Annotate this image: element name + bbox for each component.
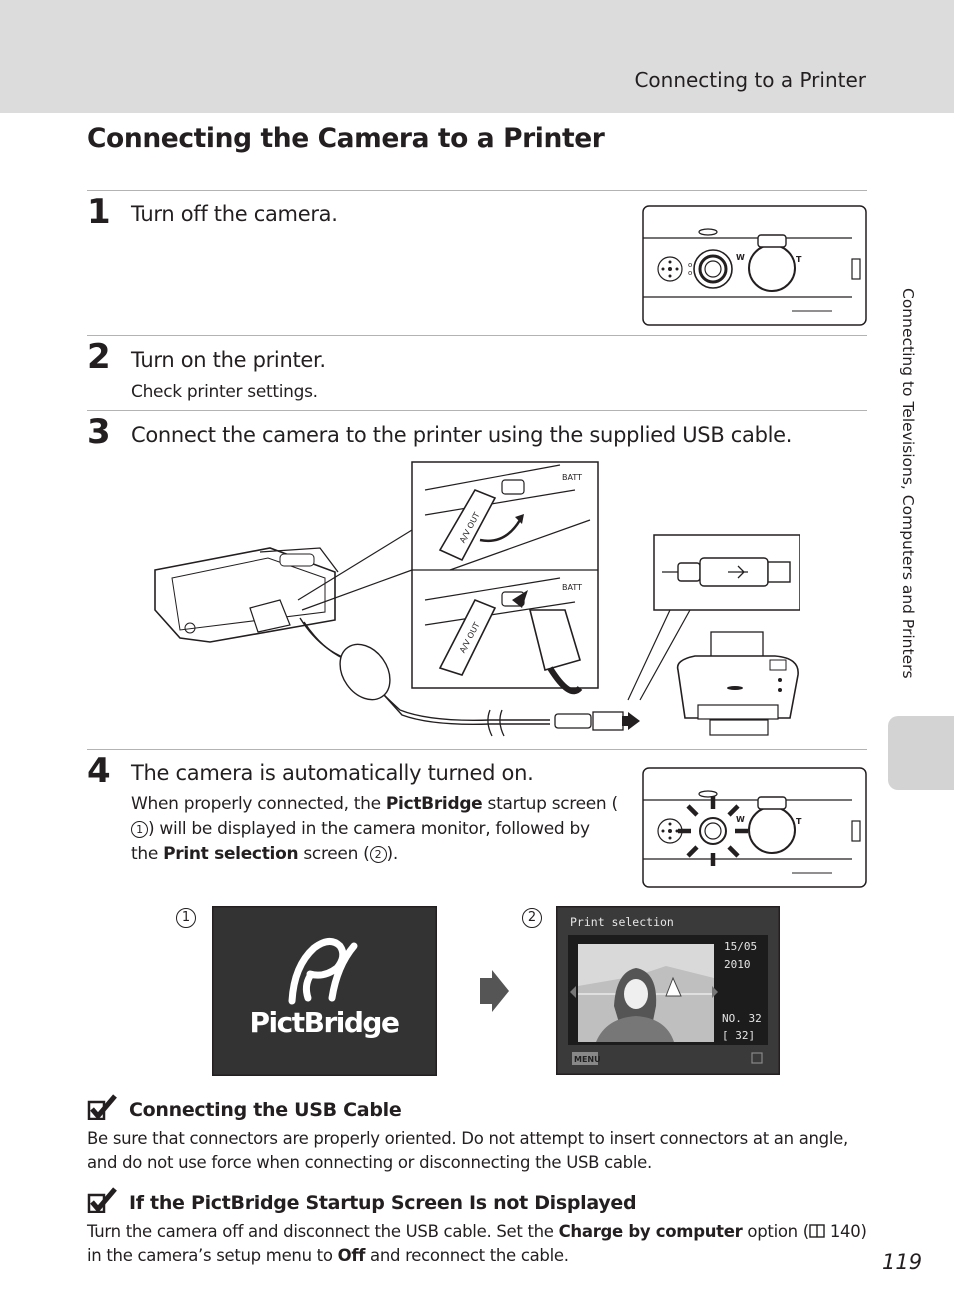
running-header: Connecting to a Printer <box>634 68 866 92</box>
step-1-text: Turn off the camera. <box>131 202 338 226</box>
svg-text:W: W <box>736 253 745 262</box>
camera-top-power-off-illustration: o o W T <box>642 205 867 326</box>
step-4-text: The camera is automatically turned on. <box>131 761 534 785</box>
svg-text:W: W <box>736 815 745 824</box>
svg-text:T: T <box>796 255 802 264</box>
page-title: Connecting the Camera to a Printer <box>87 123 605 154</box>
print-selection-title: Print selection <box>570 915 674 929</box>
header-band <box>0 0 954 113</box>
side-tab-marker <box>888 716 954 790</box>
screen-ref-1: 1 <box>131 821 148 838</box>
step-2-number: 2 <box>87 337 111 377</box>
step-3-text: Connect the camera to the printer using … <box>131 423 793 447</box>
svg-text:BATT: BATT <box>562 583 582 592</box>
step-1-number: 1 <box>87 192 111 232</box>
note-usb-cable-title: Connecting the USB Cable <box>87 1094 402 1121</box>
svg-text:T: T <box>796 817 802 826</box>
screen-label-1: 1 <box>176 908 196 928</box>
divider <box>87 190 867 191</box>
svg-text:o: o <box>688 261 692 269</box>
step-3-number: 3 <box>87 412 111 452</box>
camera-top-power-on-illustration: W T <box>642 767 867 888</box>
usb-connection-illustration: A/V OUT BATT A/V OUT BATT <box>154 461 800 737</box>
divider <box>87 749 867 750</box>
side-tab-label: Connecting to Televisions, Computers and… <box>899 288 917 679</box>
caution-check-icon <box>87 1094 117 1120</box>
print-date-day: 15/05 <box>724 940 757 953</box>
menu-button-label: MENU <box>574 1055 601 1064</box>
svg-text:BATT: BATT <box>562 473 582 482</box>
screen-label-2: 2 <box>522 908 542 928</box>
arrow-right-icon <box>480 970 509 1012</box>
note-usb-cable-body: Be sure that connectors are properly ori… <box>87 1129 848 1172</box>
divider <box>87 335 867 336</box>
print-selection-screen: Print selection 15/05 2010 NO. 32 [ 32] … <box>556 906 780 1075</box>
divider <box>87 410 867 411</box>
print-date-year: 2010 <box>724 958 751 971</box>
camera-body <box>154 547 339 643</box>
svg-text:o: o <box>688 269 692 277</box>
book-reference-icon <box>809 1224 825 1238</box>
pictbridge-logo: PictBridge <box>250 1006 399 1039</box>
print-count: [ 32] <box>722 1029 755 1042</box>
pictbridge-startup-screen: PictBridge <box>212 906 437 1076</box>
step-2-text: Turn on the printer. <box>131 348 326 372</box>
caution-check-icon <box>87 1187 117 1213</box>
step-4-number: 4 <box>87 751 111 791</box>
screen-ref-2: 2 <box>369 846 387 863</box>
note-pictbridge-title: If the PictBridge Startup Screen Is not … <box>87 1187 637 1214</box>
printer-illustration <box>676 631 799 736</box>
note-pictbridge-body: Turn the camera off and disconnect the U… <box>87 1222 867 1265</box>
step-4-subtext: When properly connected, the PictBridge … <box>131 794 618 864</box>
page-reference-link[interactable]: 140 <box>829 1222 861 1241</box>
step-2-subtext: Check printer settings. <box>131 382 318 402</box>
print-number: NO. 32 <box>722 1012 762 1025</box>
page-number: 119 <box>882 1250 923 1274</box>
